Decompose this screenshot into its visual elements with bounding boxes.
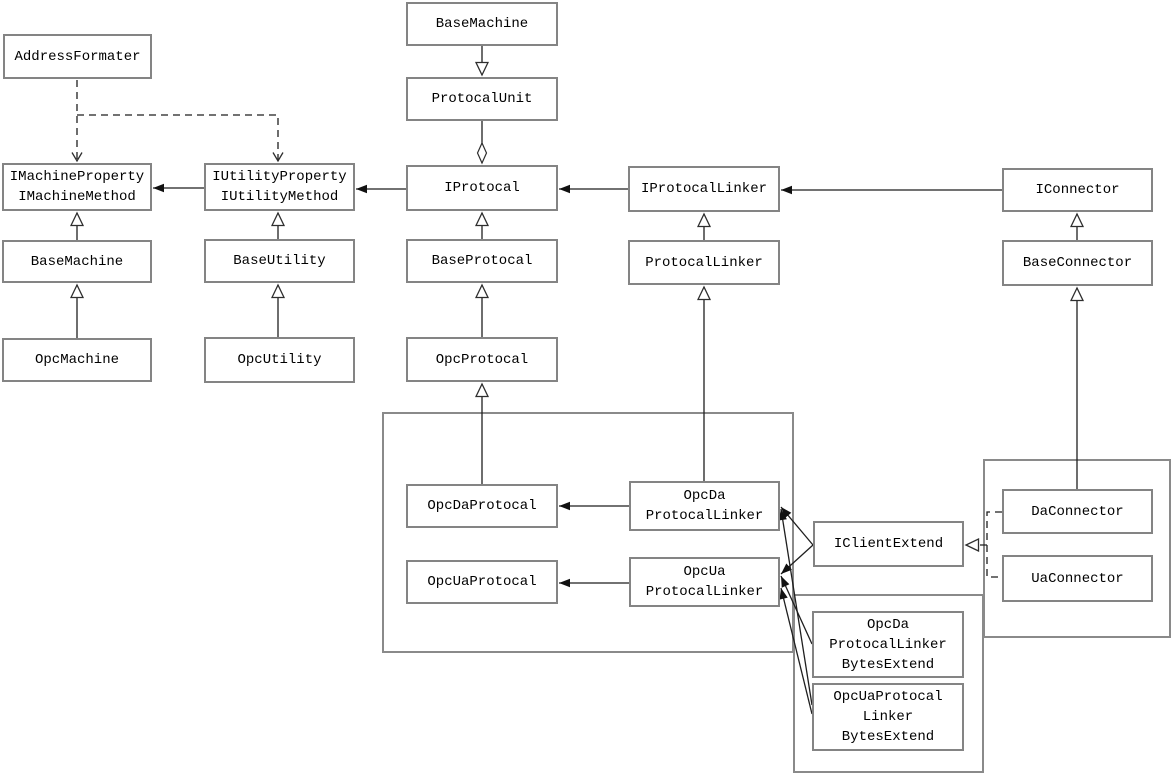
class-label: OpcDa: [866, 616, 909, 633]
class-box-opc-utility: OpcUtility: [204, 337, 355, 383]
class-label: OpcProtocal: [435, 351, 529, 368]
class-box-base-machine-left: BaseMachine: [2, 240, 152, 283]
group-box-opc-protocal-group: [382, 412, 794, 653]
class-box-opc-da-protocal: OpcDaProtocal: [406, 484, 558, 528]
class-box-ua-connector: UaConnector: [1002, 555, 1153, 602]
class-label: BaseMachine: [30, 253, 124, 270]
class-box-iconnector: IConnector: [1002, 168, 1153, 212]
class-label: IMachineProperty: [9, 169, 145, 185]
class-box-base-connector: BaseConnector: [1002, 240, 1153, 286]
edge-opc-ua-protocal-linker-bytes-extend--opc-ua-protocal-linker: [779, 587, 813, 715]
class-box-protocal-linker: ProtocalLinker: [628, 240, 780, 285]
class-box-base-protocal: BaseProtocal: [406, 239, 558, 283]
class-label: UaConnector: [1031, 570, 1124, 587]
class-label: OpcDaProtocal: [427, 498, 537, 514]
class-label: BaseConnector: [1022, 255, 1133, 271]
class-label: BaseMachine: [435, 16, 529, 32]
class-box-da-connector: DaConnector: [1002, 489, 1153, 534]
class-label: ProtocalLinker: [645, 254, 763, 271]
edge-da-connector--ua-connector: [986, 511, 1002, 578]
class-label: BytesExtend: [841, 656, 935, 673]
class-label: IMachineMethod: [18, 189, 136, 205]
class-label: ProtocalLinker: [829, 636, 947, 653]
class-label: ProtocalLinker: [645, 584, 764, 600]
class-label: IConnector: [1035, 182, 1120, 198]
class-label: DaConnector: [1031, 503, 1124, 520]
class-label: IProtocal: [444, 180, 520, 196]
class-label: BaseProtocal: [431, 253, 533, 269]
class-label: OpcUaProtocal: [833, 689, 943, 705]
class-box-address-formater: AddressFormater: [3, 34, 152, 79]
class-label: OpcUtility: [237, 352, 322, 368]
class-box-opc-machine: OpcMachine: [2, 338, 152, 382]
class-label: OpcUaProtocal: [427, 574, 537, 590]
class-label: OpcMachine: [34, 352, 119, 368]
class-label: IUtilityProperty: [212, 169, 347, 185]
class-box-iclient-extend: IClientExtend: [813, 521, 964, 567]
class-label: AddressFormater: [14, 48, 141, 65]
class-box-base-machine-top: BaseMachine: [406, 2, 558, 46]
class-box-iprotocal-linker: IProtocalLinker: [628, 166, 780, 212]
class-label: IUtilityMethod: [220, 189, 339, 205]
class-box-base-utility: BaseUtility: [204, 239, 355, 283]
class-label: BaseUtility: [233, 253, 326, 269]
class-box-opc-protocal: OpcProtocal: [406, 337, 558, 382]
class-label: Linker: [862, 709, 914, 725]
class-box-protocal-unit: ProtocalUnit: [406, 77, 558, 121]
class-label: ProtocalLinker: [645, 508, 764, 524]
edge-iclient-extend--opc-ua-protocal-linker: [780, 544, 814, 575]
class-label: IProtocalLinker: [640, 181, 768, 197]
class-label: ProtocalUnit: [431, 91, 533, 107]
group-box-bytes-extend-group: [793, 594, 984, 773]
class-box-iprotocal: IProtocal: [406, 165, 558, 211]
class-label: OpcUa: [683, 564, 726, 580]
class-box-opc-ua-protocal: OpcUaProtocal: [406, 560, 558, 604]
edge-opc-ua-protocal-linker-bytes-extend--opc-da-protocal-linker: [778, 508, 813, 706]
class-label: IClientExtend: [833, 536, 944, 552]
class-label: BytesExtend: [841, 729, 935, 745]
class-label: OpcDa: [683, 488, 726, 504]
edge-address-formater--iutility-interface: [77, 114, 284, 163]
